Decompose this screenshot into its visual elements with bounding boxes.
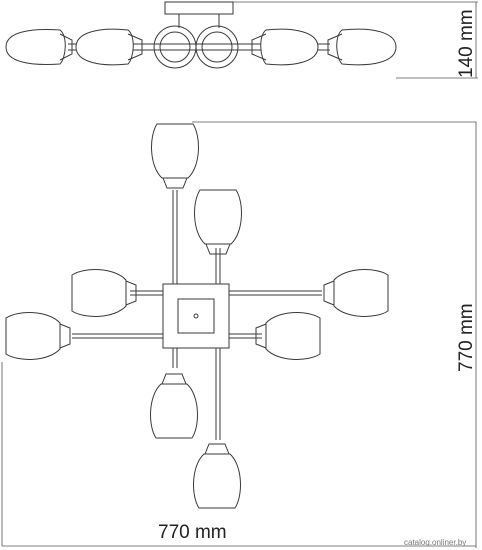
- top-shade-5: [5, 312, 61, 360]
- side-ring-right: [195, 25, 239, 69]
- top-shade-1: [151, 123, 199, 179]
- top-shade-6: [265, 312, 321, 360]
- top-shade-2: [194, 189, 242, 245]
- side-shade-1: [5, 29, 66, 65]
- side-shade-3: [260, 28, 319, 66]
- top-shade-3: [71, 269, 127, 317]
- side-dimension-label: 770 mm: [456, 303, 477, 372]
- top-shade-7: [150, 383, 198, 439]
- side-shade-4: [336, 28, 397, 66]
- top-center-box: [177, 298, 215, 334]
- watermark: catalog.onliner.by: [404, 538, 466, 547]
- top-view: 770 mm 770 mm: [1, 121, 477, 548]
- side-view: 140 mm: [5, 1, 478, 79]
- bottom-dimension-label: 770 mm: [158, 522, 227, 543]
- top-shade-8: [193, 453, 241, 509]
- height-dimension-label: 140 mm: [456, 9, 477, 78]
- top-shade-4: [333, 269, 389, 317]
- side-shade-2: [75, 28, 134, 66]
- side-ceiling-mount: [164, 1, 234, 15]
- top-center-screw: [193, 313, 199, 319]
